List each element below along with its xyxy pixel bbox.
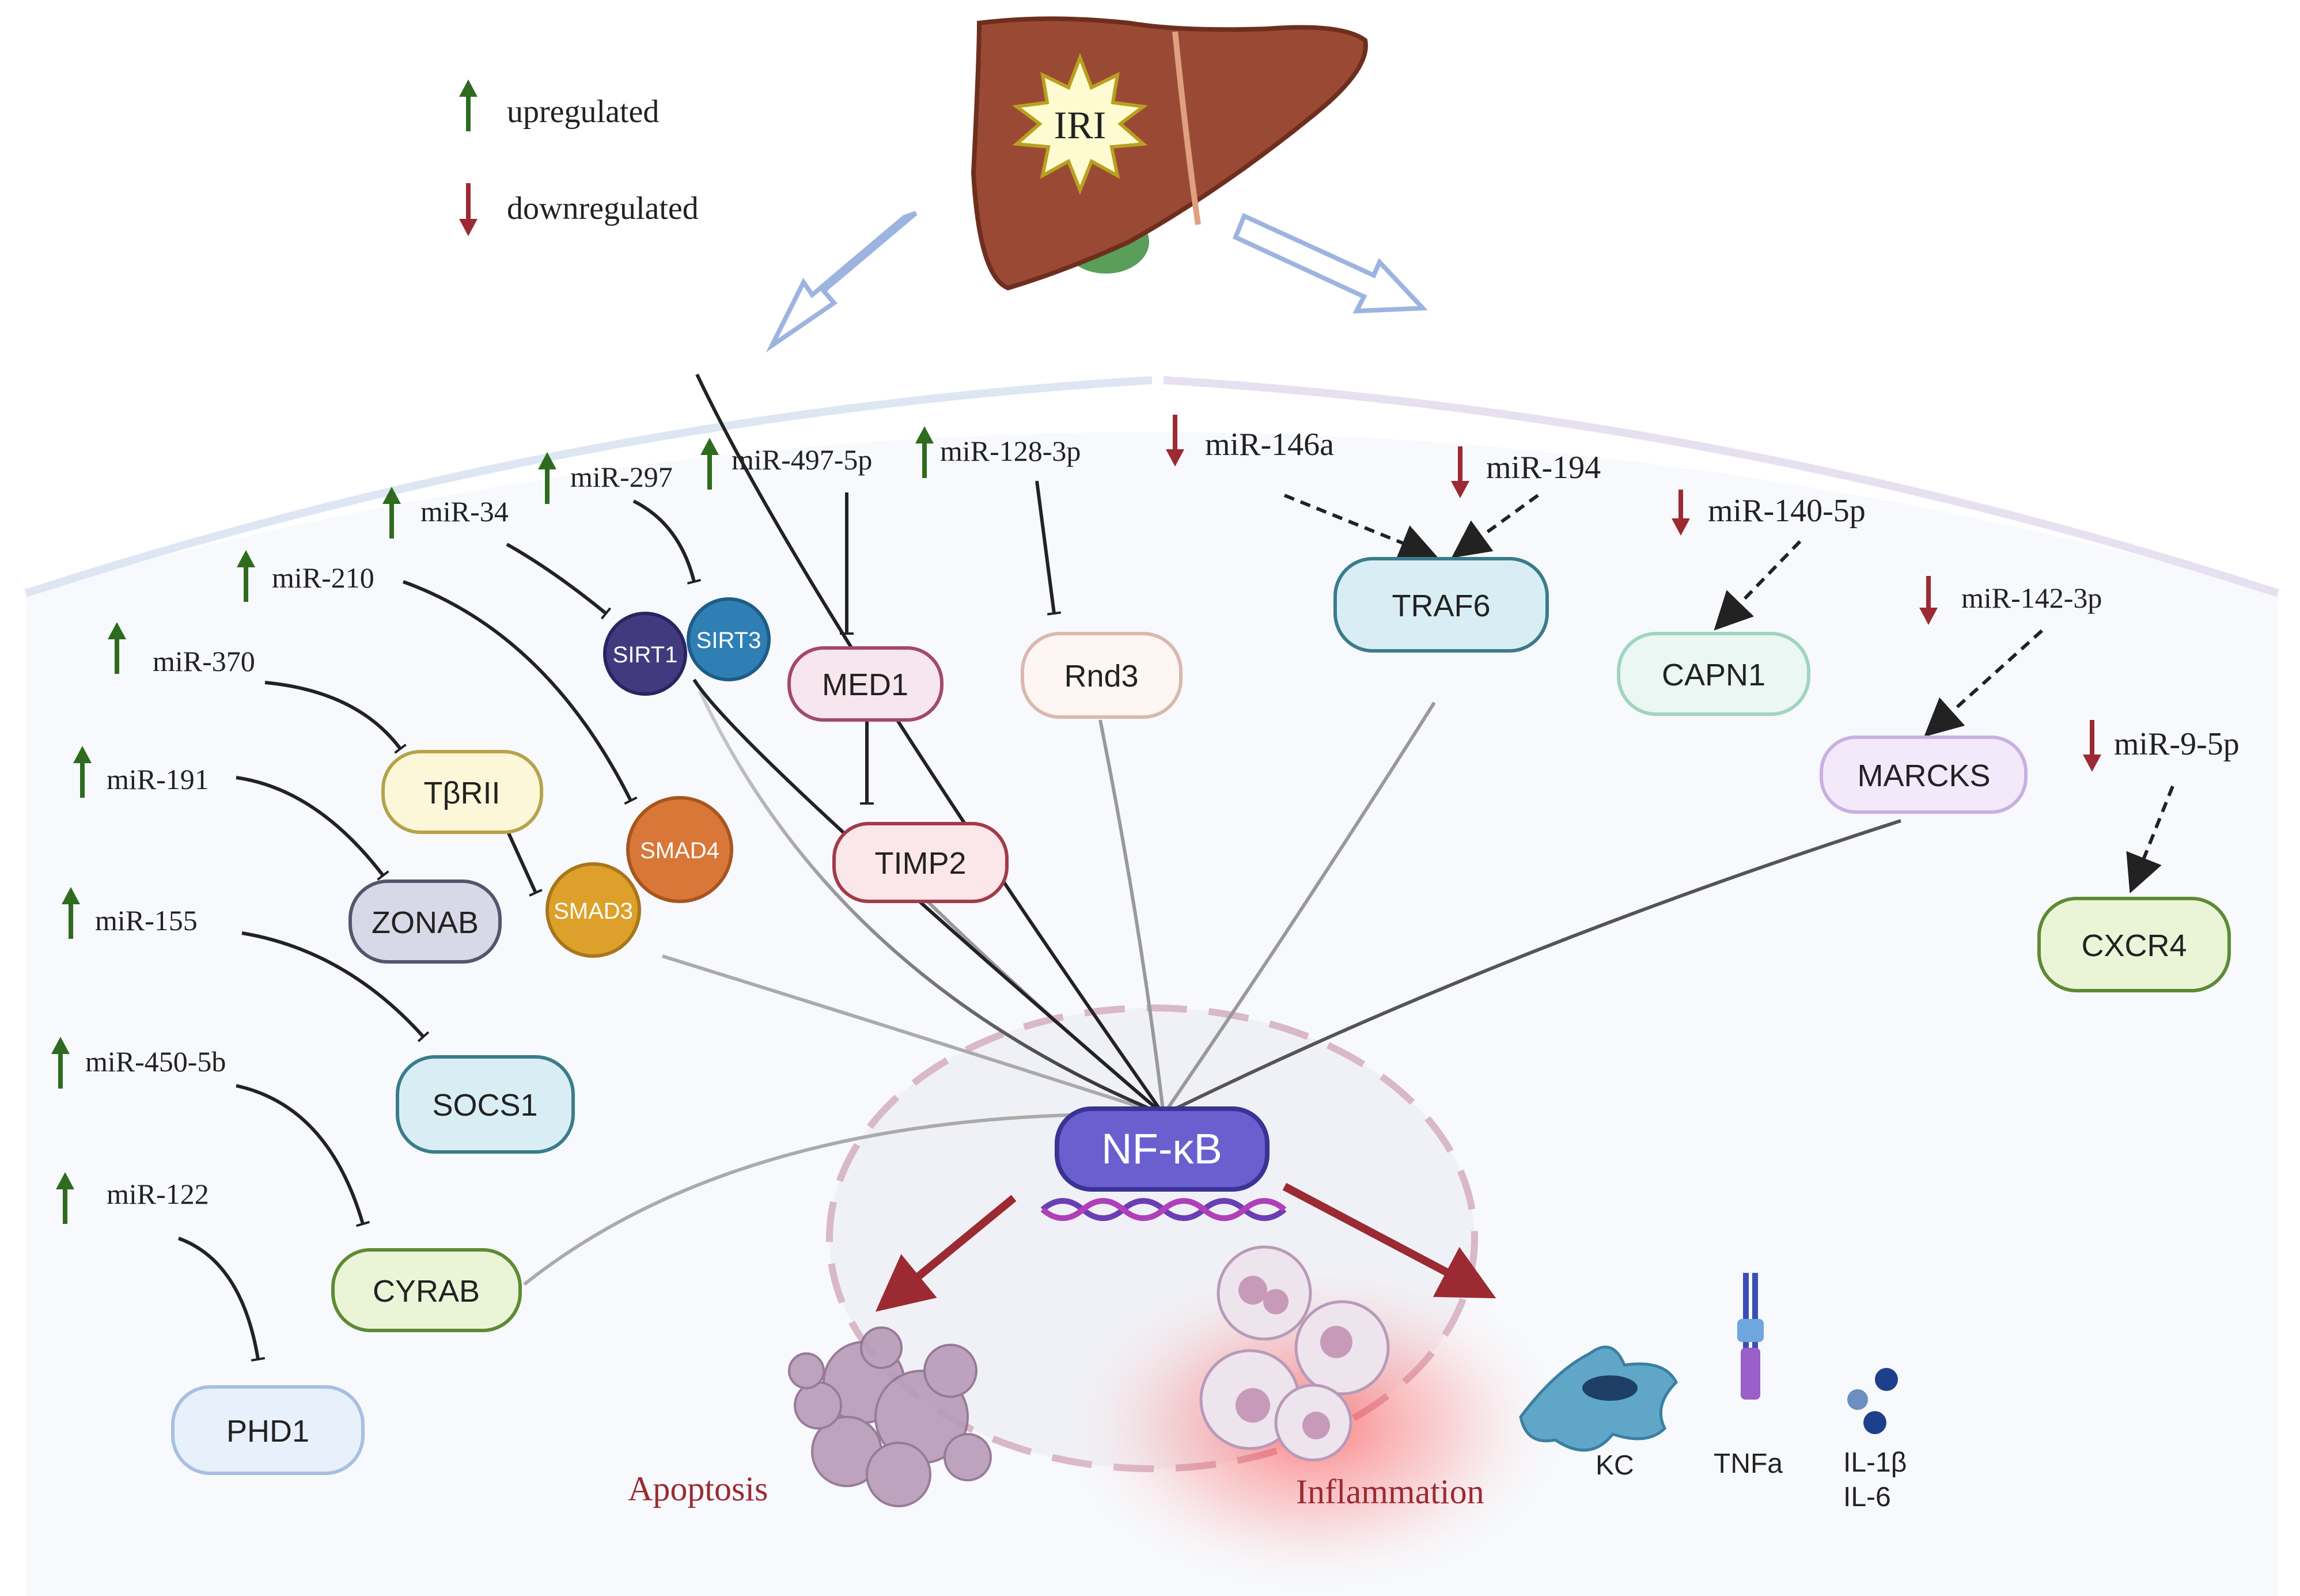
mir-128-label: miR-128-3p	[940, 435, 1081, 467]
smad3-label: SMAD3	[554, 899, 633, 924]
sirt3-label: SIRT3	[696, 628, 761, 653]
cyrab-label: CYRAB	[373, 1274, 480, 1309]
socs1-node: SOCS1	[396, 1055, 575, 1154]
tbrii-node: TβRII	[381, 750, 543, 834]
iri-starburst-icon	[1012, 52, 1148, 195]
legend-downregulated: downregulated	[507, 191, 699, 226]
mir-142-label: miR-142-3p	[1961, 582, 2102, 614]
zonab-node: ZONAB	[348, 879, 502, 964]
capn1-label: CAPN1	[1662, 658, 1765, 692]
phd1-label: PHD1	[226, 1414, 309, 1449]
tnfa-receptor-icon	[1737, 1273, 1764, 1400]
activation-arrows	[1283, 494, 2174, 894]
mir-450-label: miR-450-5b	[85, 1045, 226, 1078]
sirt1-label: SIRT1	[613, 642, 678, 668]
il6-label: IL-6	[1843, 1482, 1891, 1512]
tnfa-label: TNFa	[1714, 1449, 1783, 1479]
kc-label: KC	[1596, 1450, 1634, 1481]
socs1-label: SOCS1	[432, 1088, 537, 1123]
rnd3-node: Rnd3	[1021, 632, 1183, 719]
nfkb-hub: NF-κB	[1040, 1106, 1287, 1221]
phd1-node: PHD1	[171, 1385, 365, 1475]
smad3-node: SMAD3	[545, 862, 641, 958]
legend-upregulated: upregulated	[507, 94, 659, 130]
kupffer-cell-icon	[1519, 1345, 1678, 1452]
liver-arrow-left	[766, 211, 918, 353]
traf6-label: TRAF6	[1392, 589, 1490, 623]
mir-210-label: miR-210	[272, 562, 374, 594]
mir-140-label: miR-140-5p	[1708, 493, 1866, 529]
zonab-label: ZONAB	[372, 905, 479, 940]
mir-194-label: miR-194	[1486, 450, 1601, 486]
inflammation-label: Inflammation	[1296, 1473, 1484, 1511]
mir-122-label: miR-122	[107, 1178, 209, 1210]
apoptosis-label: Apoptosis	[628, 1470, 768, 1508]
mir-9-label: miR-9-5p	[2114, 726, 2240, 762]
liver-arrow-right	[1232, 213, 1428, 314]
timp2-node: TIMP2	[832, 822, 1009, 903]
nfkb-label: NF-κB	[1101, 1125, 1222, 1173]
mir-370-label: miR-370	[153, 645, 255, 677]
tbrii-label: TβRII	[423, 776, 500, 810]
target-nodes: SIRT1 SIRT3 SMAD4 SMAD3 MED1 TIMP2 Rnd3	[171, 557, 2231, 1475]
apoptotic-cells-icon	[788, 1326, 992, 1507]
cyrab-node: CYRAB	[331, 1248, 522, 1332]
med1-node: MED1	[787, 646, 944, 722]
marcks-node: MARCKS	[1820, 736, 2028, 814]
mir-497-label: miR-497-5p	[732, 443, 872, 476]
cxcr4-node: CXCR4	[2037, 897, 2231, 992]
traf6-node: TRAF6	[1333, 557, 1549, 653]
sirt3-node: SIRT3	[687, 597, 771, 681]
cytokine-icon	[1847, 1368, 1898, 1434]
legend: upregulated downregulated	[459, 79, 699, 236]
capn1-node: CAPN1	[1617, 632, 1810, 716]
mir-155-label: miR-155	[95, 904, 198, 937]
outcome-arrows	[875, 1182, 1496, 1312]
liver-icon: IRI	[971, 16, 1368, 291]
cxcr4-label: CXCR4	[2081, 928, 2187, 963]
rnd3-label: Rnd3	[1064, 659, 1138, 693]
immune-cell-nuclei	[1236, 1276, 1352, 1439]
mir-146a-label: miR-146a	[1205, 427, 1334, 463]
down-arrow-icon	[459, 183, 478, 236]
sirt1-node: SIRT1	[603, 612, 687, 696]
med1-label: MED1	[822, 668, 908, 702]
mir-34-label: miR-34	[420, 495, 509, 528]
marcks-label: MARCKS	[1857, 759, 1990, 793]
dna-icon	[1040, 1198, 1287, 1221]
mir-297-label: miR-297	[570, 461, 673, 493]
il1b-label: IL-1β	[1843, 1447, 1907, 1478]
mirna-up-group: miR-34 miR-297 miR-497-5p miR-128-3p miR…	[51, 426, 1081, 1224]
up-arrow-icon	[459, 79, 478, 131]
smad4-node: SMAD4	[626, 796, 733, 903]
timp2-label: TIMP2	[874, 846, 966, 881]
inhibition-lines	[177, 480, 1054, 1359]
mirna-down-group: miR-146a miR-194 miR-140-5p miR-142-3p m…	[1166, 415, 2240, 772]
mir-191-label: miR-191	[107, 763, 209, 795]
smad4-label: SMAD4	[640, 838, 719, 863]
iri-label: IRI	[1054, 103, 1107, 147]
